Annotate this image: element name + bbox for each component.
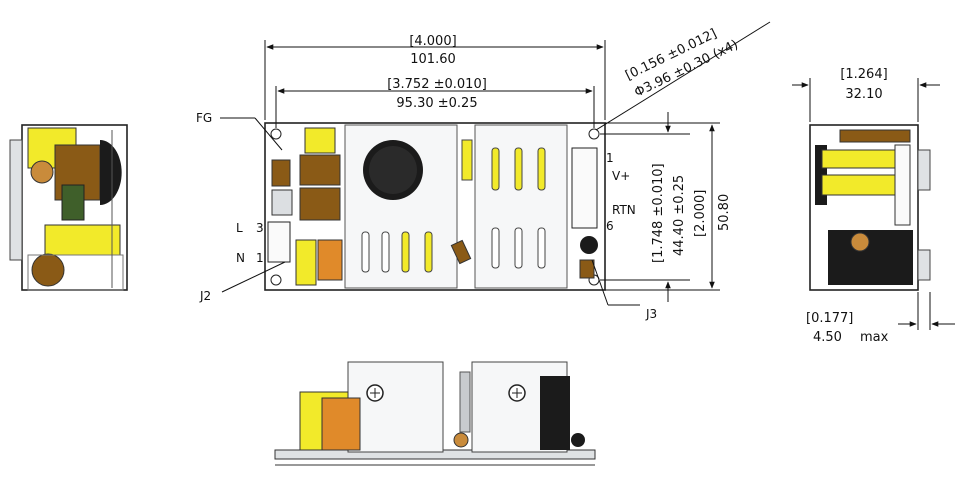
n-pin-label: 1 xyxy=(256,251,264,265)
front-view xyxy=(274,361,596,466)
height-pitch-in: [1.748 ±0.010] xyxy=(651,163,666,263)
top-view-board xyxy=(264,122,606,291)
height-in: [2.000] xyxy=(693,190,708,237)
l-pin-label: 3 xyxy=(256,221,264,235)
hole-leader xyxy=(595,21,771,131)
hole-pitch-in: [3.752 ±0.010] xyxy=(387,77,487,92)
left-end-view xyxy=(9,124,128,291)
j3-label: J3 xyxy=(645,307,657,321)
depth-in: [1.264] xyxy=(840,67,887,82)
j2-label: J2 xyxy=(199,289,211,303)
pin1-label: 1 xyxy=(606,151,614,165)
l-label: L xyxy=(236,221,243,235)
pin-max: max xyxy=(860,330,889,345)
depth-dimension xyxy=(792,78,955,330)
rtn-label: RTN xyxy=(612,203,636,217)
pin-in: [0.177] xyxy=(806,311,853,326)
screw-head-icon xyxy=(366,384,526,402)
pin-mm: 4.50 xyxy=(813,330,842,345)
hole-pitch-mm: 95.30 ±0.25 xyxy=(396,96,477,111)
height-mm: 50.80 xyxy=(717,194,732,231)
right-side-view xyxy=(809,124,931,291)
height-dimension xyxy=(600,112,720,302)
vplus-label: V+ xyxy=(612,169,630,183)
n-label: N xyxy=(236,251,245,265)
width-mm: 101.60 xyxy=(410,52,456,67)
pin6-label: 6 xyxy=(606,219,614,233)
width-in: [4.000] xyxy=(409,34,456,49)
height-pitch-mm: 44.40 ±0.25 xyxy=(672,175,687,256)
width-dimension xyxy=(264,40,606,128)
depth-mm: 32.10 xyxy=(845,87,882,102)
fg-label: FG xyxy=(196,111,212,125)
